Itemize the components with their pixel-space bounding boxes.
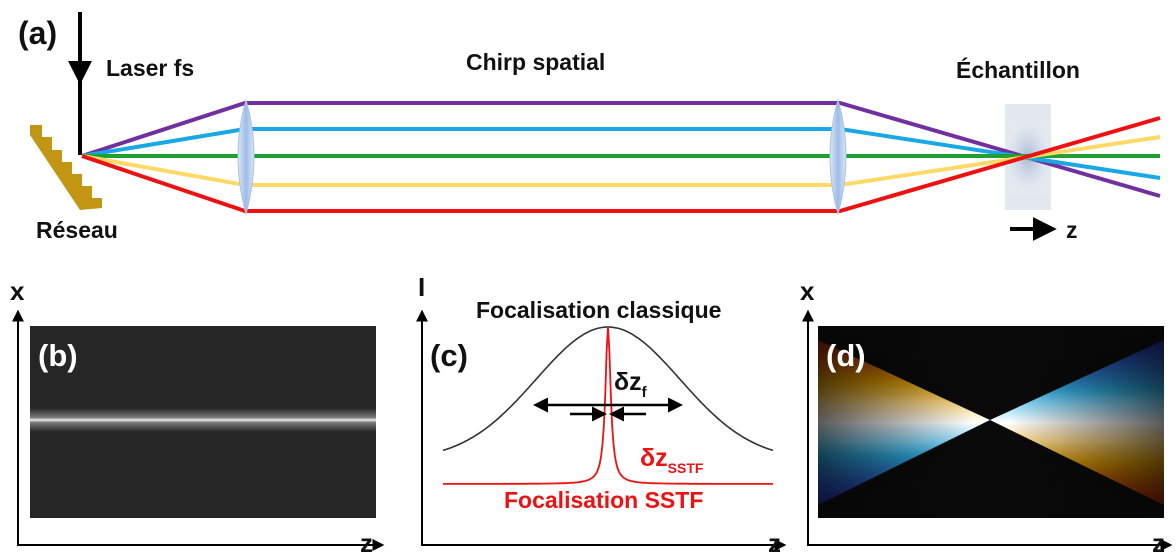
beam-red <box>81 116 1161 213</box>
panel-b-x-label: z <box>360 528 373 552</box>
dz-f-label: δzf <box>614 368 648 401</box>
beam-blue <box>81 127 1161 180</box>
panel-a: (a) Laser fs Réseau Chirp spatial Échant… <box>18 12 1161 243</box>
sstf-focus-label: Focalisation SSTF <box>504 487 703 513</box>
panel-c-y-label: I <box>418 272 425 302</box>
laser-label: Laser fs <box>106 55 194 81</box>
panel-b-y-label: x <box>10 276 25 306</box>
grating-icon <box>30 125 102 210</box>
panel-d-fade-bottom <box>818 326 1164 518</box>
grating-label: Réseau <box>36 217 118 243</box>
beam-yellow <box>81 135 1161 187</box>
sample-label: Échantillon <box>956 56 1080 83</box>
panel-d-x-label: z <box>1152 528 1165 552</box>
panel-b-tag: (b) <box>38 338 78 373</box>
panel-b-focus-line <box>30 408 376 432</box>
panel-d-tag: (d) <box>826 338 866 373</box>
panel-b: x z (b) <box>10 276 385 552</box>
sstf-focus-curve <box>443 326 773 485</box>
panel-d: x z (d) <box>800 276 1173 552</box>
panel-c-x-label: z <box>768 528 781 552</box>
classic-focus-label: Focalisation classique <box>476 297 721 323</box>
lens-left <box>237 98 255 216</box>
dz-sstf-label: δzSSTF <box>640 444 704 476</box>
panel-a-tag: (a) <box>18 15 57 51</box>
panel-c-tag: (c) <box>430 338 468 373</box>
classic-focus-curve <box>442 326 774 452</box>
beam-purple <box>81 101 1161 198</box>
panel-c: I z Focalisation classique (c) δzf δzSST… <box>416 272 787 552</box>
z-propagation-label: z <box>1066 217 1078 243</box>
panel-d-y-label: x <box>800 276 815 306</box>
lens-right <box>829 98 847 216</box>
chirp-label: Chirp spatial <box>466 49 605 75</box>
